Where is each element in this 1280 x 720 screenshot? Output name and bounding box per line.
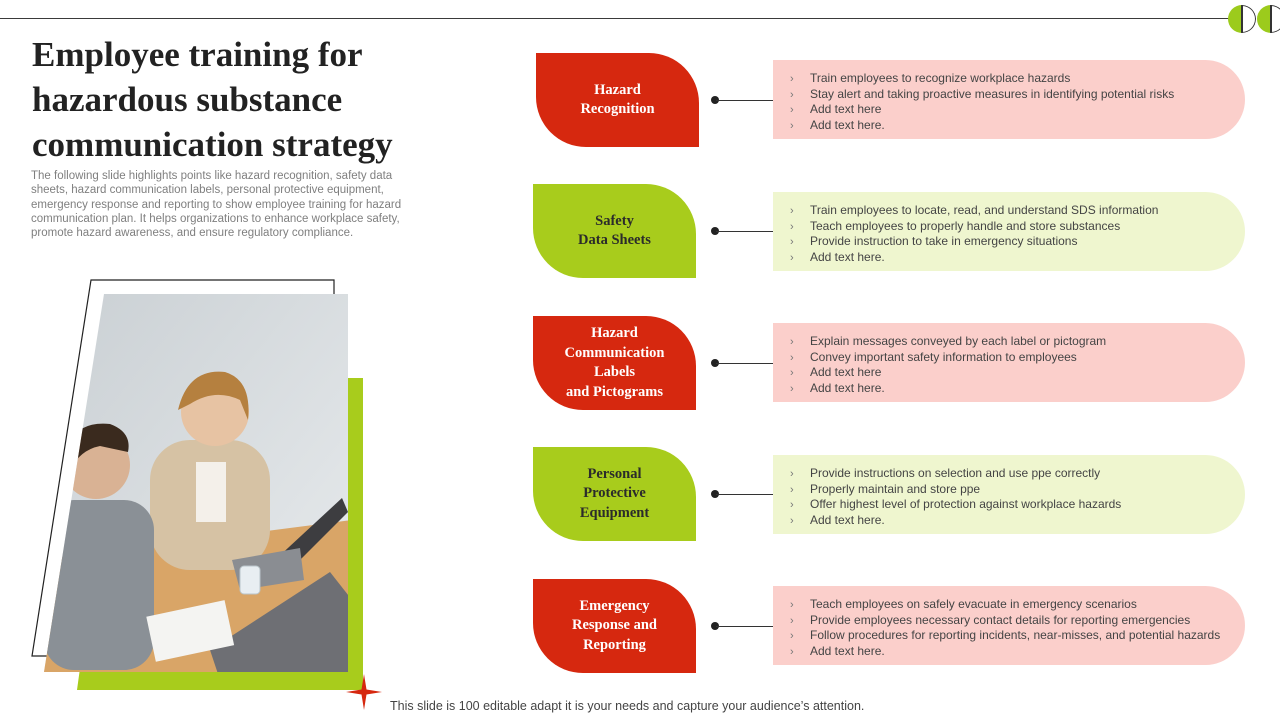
bullet-text: Provide employees necessary contact deta…: [810, 612, 1191, 627]
slide-title: Employee training for hazardous substanc…: [32, 35, 393, 164]
list-item: › Convey important safety information to …: [790, 350, 1245, 366]
bullet-text: Train employees to locate, read, and und…: [810, 203, 1159, 217]
bullet-text: Add text here.: [810, 380, 885, 395]
top-rule: [0, 18, 1232, 19]
chevron-right-icon: ›: [790, 514, 794, 527]
bullet-text: Stay alert and taking proactive measures…: [810, 86, 1175, 101]
strategy-label: Personal Protective Equipment: [533, 447, 696, 541]
bullet-list: › Provide instructions on selection and u…: [790, 466, 1245, 528]
list-item: › Teach employees to properly handle and …: [790, 219, 1245, 235]
bullet-text: Add text here: [810, 365, 882, 379]
bullet-text: Follow procedures for reporting incident…: [810, 628, 1221, 642]
chevron-right-icon: ›: [790, 88, 794, 101]
chevron-right-icon: ›: [790, 220, 794, 233]
list-item: › Add text here: [790, 102, 1245, 118]
connector-line: [716, 626, 773, 627]
list-item: › Provide employees necessary contact det…: [790, 613, 1245, 629]
list-item: › Train employees to locate, read, and un…: [790, 203, 1245, 219]
list-item: › Add text here.: [790, 644, 1245, 660]
bullet-list: › Explain messages conveyed by each label…: [790, 334, 1245, 396]
bullet-list: › Train employees to recognize workplace …: [790, 71, 1245, 133]
bullet-list: › Teach employees on safely evacuate in e…: [790, 597, 1245, 659]
chevron-right-icon: ›: [790, 614, 794, 627]
strategy-details-panel: › Explain messages conveyed by each label…: [773, 323, 1245, 402]
bullet-text: Add text here: [810, 102, 882, 116]
strategy-label-text: Safety Data Sheets: [578, 212, 651, 249]
strategy-label-text: Personal Protective Equipment: [579, 465, 650, 521]
list-item: › Teach employees on safely evacuate in e…: [790, 597, 1245, 613]
chevron-right-icon: ›: [790, 499, 794, 511]
strategy-label: Safety Data Sheets: [533, 184, 696, 278]
connector-line: [716, 363, 773, 364]
bullet-text: Add text here.: [810, 117, 885, 132]
chevron-right-icon: ›: [790, 336, 794, 348]
office-photo: [44, 294, 348, 672]
bullet-list: › Train employees to locate, read, and un…: [790, 203, 1245, 265]
connector-dot: [711, 359, 719, 367]
list-item: › Stay alert and taking proactive measure…: [790, 87, 1245, 103]
connector-dot: [711, 490, 719, 498]
half-circle-icon: [1228, 5, 1256, 33]
strategy-details-panel: › Train employees to recognize workplace …: [773, 60, 1245, 139]
bullet-text: Explain messages conveyed by each label …: [810, 334, 1107, 348]
list-item: › Add text here: [790, 365, 1245, 381]
connector-line: [716, 100, 773, 101]
star-icon: [346, 674, 382, 710]
bullet-text: Add text here.: [810, 512, 885, 527]
list-item: › Train employees to recognize workplace …: [790, 71, 1245, 87]
list-item: › Provide instruction to take in emergenc…: [790, 234, 1245, 250]
chevron-right-icon: ›: [790, 351, 794, 364]
photo-composition: [0, 0, 420, 720]
connector-dot: [711, 622, 719, 630]
list-item: › Explain messages conveyed by each label…: [790, 334, 1245, 350]
strategy-label: Emergency Response and Reporting: [533, 579, 696, 673]
connector-dot: [711, 96, 719, 104]
list-item: › Add text here.: [790, 118, 1245, 134]
chevron-right-icon: ›: [790, 236, 794, 248]
bullet-text: Provide instructions on selection and us…: [810, 466, 1101, 480]
list-item: › Provide instructions on selection and u…: [790, 466, 1245, 482]
bullet-text: Properly maintain and store ppe: [810, 481, 981, 496]
bullet-text: Add text here.: [810, 643, 885, 658]
chevron-right-icon: ›: [790, 205, 794, 217]
strategy-label-text: Hazard Communication Labels and Pictogra…: [564, 325, 665, 400]
chevron-right-icon: ›: [790, 630, 794, 642]
bullet-text: Teach employees on safely evacuate in em…: [810, 597, 1137, 611]
strategy-details-panel: › Provide instructions on selection and u…: [773, 455, 1245, 534]
chevron-right-icon: ›: [790, 468, 794, 480]
chevron-right-icon: ›: [790, 104, 794, 116]
connector-line: [716, 231, 773, 232]
chevron-right-icon: ›: [790, 73, 794, 85]
strategy-details-panel: › Teach employees on safely evacuate in e…: [773, 586, 1245, 665]
list-item: › Add text here.: [790, 513, 1245, 529]
list-item: › Add text here.: [790, 250, 1245, 266]
chevron-right-icon: ›: [790, 119, 794, 132]
chevron-right-icon: ›: [790, 483, 794, 496]
strategy-label-text: Emergency Response and Reporting: [571, 597, 657, 653]
connector-line: [716, 494, 773, 495]
bullet-text: Train employees to recognize workplace h…: [810, 71, 1071, 85]
chevron-right-icon: ›: [790, 645, 794, 658]
strategy-details-panel: › Train employees to locate, read, and un…: [773, 192, 1245, 271]
bullet-text: Convey important safety information to e…: [810, 349, 1077, 364]
strategy-label: Hazard Recognition: [536, 53, 699, 147]
footer-note: This slide is 100 editable adapt it is y…: [390, 699, 865, 713]
chevron-right-icon: ›: [790, 599, 794, 611]
bullet-text: Offer highest level of protection agains…: [810, 497, 1122, 511]
half-circle-icon: [1257, 5, 1280, 33]
bullet-text: Teach employees to properly handle and s…: [810, 218, 1121, 233]
list-item: › Add text here.: [790, 381, 1245, 397]
bullet-text: Add text here.: [810, 249, 885, 264]
slide-description: The following slide highlights points li…: [31, 170, 402, 240]
strategy-label-text: Hazard Recognition: [580, 81, 655, 118]
chevron-right-icon: ›: [790, 382, 794, 395]
list-item: › Offer highest level of protection again…: [790, 497, 1245, 513]
bullet-text: Provide instruction to take in emergency…: [810, 234, 1078, 248]
chevron-right-icon: ›: [790, 367, 794, 379]
strategy-label: Hazard Communication Labels and Pictogra…: [533, 316, 696, 410]
list-item: › Follow procedures for reporting inciden…: [790, 628, 1245, 644]
connector-dot: [711, 227, 719, 235]
list-item: › Properly maintain and store ppe: [790, 482, 1245, 498]
chevron-right-icon: ›: [790, 251, 794, 264]
